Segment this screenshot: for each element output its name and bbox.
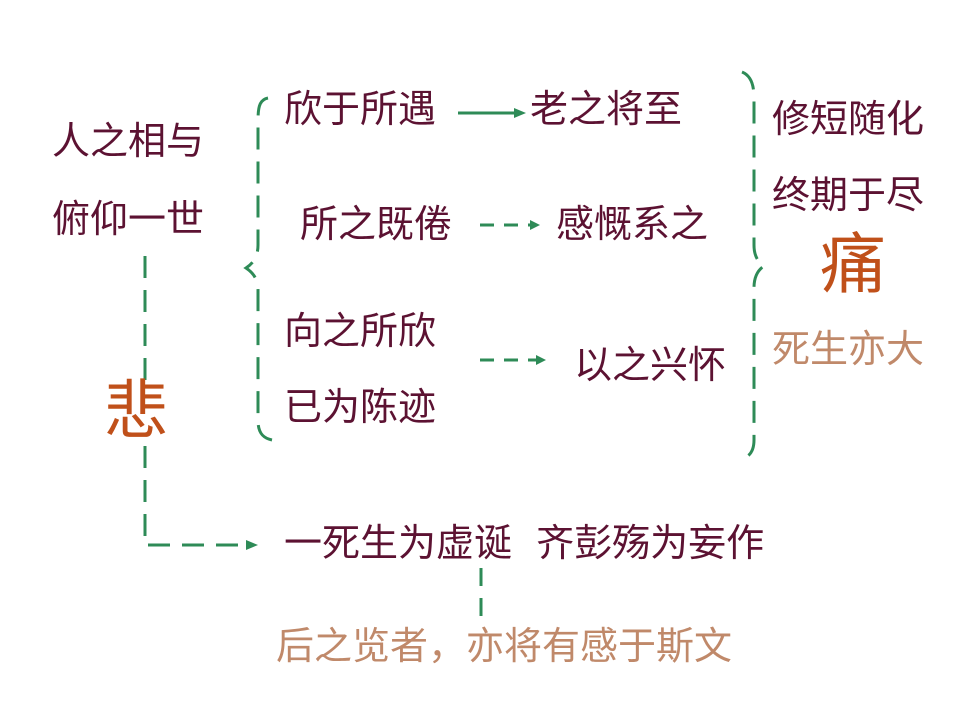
row1-effect: 老之将至 (530, 87, 683, 131)
bottom-arrowhead (246, 540, 258, 550)
left-brace (243, 96, 273, 442)
emotion-bei: 悲 (104, 375, 168, 449)
row3-arrowhead (536, 355, 546, 365)
right-line-2: 终期于尽 (772, 173, 925, 217)
left-line-1: 人之相与 (52, 119, 205, 163)
row2-arrowhead (530, 220, 540, 230)
conclusion: 一死生为虚诞 齐彭殇为妄作 (284, 521, 765, 565)
row3-cause-a: 向之所欣 (284, 309, 437, 353)
right-brace (741, 70, 767, 460)
row1-cause: 欣于所遇 (284, 87, 437, 131)
left-to-bottom-connector (143, 446, 248, 547)
row3-cause-b: 已为陈迹 (284, 385, 437, 429)
row1-arrowhead (514, 108, 526, 118)
row2-effect: 感慨系之 (556, 202, 709, 246)
final-line: 后之览者，亦将有感于斯文 (276, 624, 733, 668)
emotion-tong: 痛 (820, 226, 886, 303)
row3-effect: 以之兴怀 (574, 343, 727, 387)
right-line-3: 死生亦大 (772, 327, 925, 371)
left-line-2: 俯仰一世 (52, 197, 205, 241)
right-line-1: 修短随化 (772, 97, 925, 141)
row2-cause: 所之既倦 (300, 202, 453, 246)
